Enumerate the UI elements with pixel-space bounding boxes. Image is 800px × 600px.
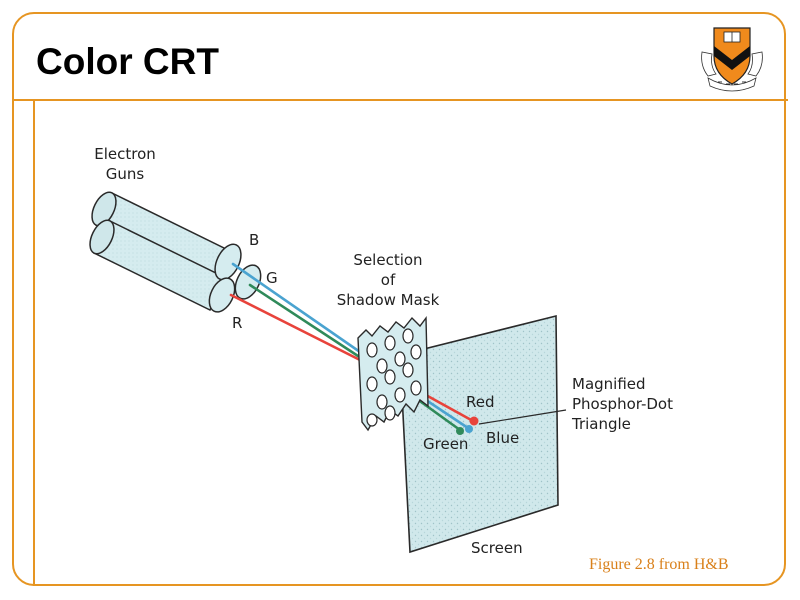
beam-red-line [229,293,362,362]
label-green-dot: Green [423,435,469,453]
title-divider [12,99,788,101]
princeton-shield-icon [696,22,768,94]
electron-gun-cylinders [89,191,262,313]
phosphor-dot-red [469,416,479,426]
left-margin-rule [33,100,35,586]
gun-r-end [208,277,236,313]
shadow-mask [357,315,429,432]
label-blue-dot: Blue [486,429,520,447]
figure-caption: Figure 2.8 from H&B [589,556,729,573]
beam-blue-line [231,262,362,354]
triangle-leader-line [478,409,567,425]
beam-green-line [248,283,360,358]
label-screen: Screen [471,539,523,557]
label-red-dot: Red [466,393,495,411]
phosphor-dot-green [456,427,464,435]
label-gun-g: G [266,269,278,287]
label-gun-b: B [249,231,260,249]
label-gun-r: R [232,314,243,332]
slide-title: Color CRT [36,41,219,82]
screen-panel [399,314,559,554]
label-phosphor-triangle: Magnified Phosphor-Dot Triangle [572,375,673,433]
phosphor-dot-blue [465,425,473,433]
slide-frame [12,12,786,586]
label-electron-guns: Electron Guns [94,145,156,183]
label-shadow-mask: Selection of Shadow Mask [336,251,440,309]
